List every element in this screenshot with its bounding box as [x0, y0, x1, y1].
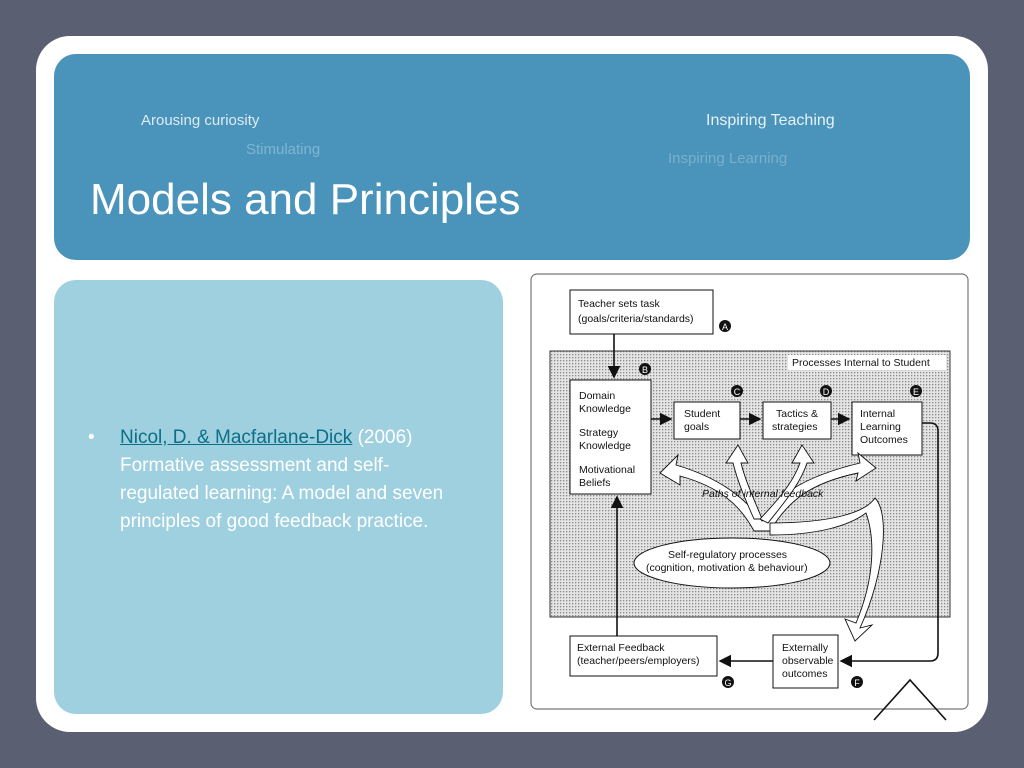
svg-text:C: C [734, 387, 741, 397]
slide-title: Models and Principles [90, 175, 521, 224]
tag-arousing-curiosity: Arousing curiosity [141, 112, 260, 129]
domain-line4: Knowledge [579, 440, 631, 452]
internal-outcomes-line1: Internal [860, 408, 895, 420]
paths-label: Paths of internal feedback [702, 488, 824, 500]
domain-line6: Beliefs [579, 477, 611, 489]
external-outcomes-line1: Externally [782, 642, 829, 654]
arrow-outcomes-to-external [839, 422, 939, 668]
reference-text: (2006) Formative assessment and self-reg… [120, 427, 444, 532]
teacher-task-line2: (goals/criteria/standards) [578, 313, 694, 325]
self-regulatory-ellipse [633, 537, 831, 589]
marker-b: B [639, 363, 651, 375]
marker-d: D [820, 385, 832, 397]
svg-text:A: A [722, 322, 728, 332]
external-outcomes-line2: observable [782, 655, 834, 667]
region-label-box [788, 355, 946, 370]
bullet-text-block: Nicol, D. & Macfarlane-Dick (2006) Forma… [120, 424, 450, 536]
marker-c: C [731, 385, 743, 397]
domain-line5: Motivational [579, 464, 635, 476]
tactics-line2: strategies [772, 421, 818, 433]
svg-text:D: D [823, 387, 830, 397]
domain-line1: Domain [579, 390, 615, 402]
domain-line2: Knowledge [579, 403, 631, 415]
student-goals-box [673, 401, 741, 440]
tag-stimulating: Stimulating [246, 141, 321, 158]
feedback-model-diagram: Processes Internal to Student Teacher se… [530, 273, 969, 710]
domain-knowledge-box [569, 379, 652, 495]
internal-outcomes-line3: Outcomes [860, 434, 908, 446]
marker-g: G [722, 676, 734, 688]
svg-text:F: F [854, 678, 860, 688]
external-feedback-line2: (teacher/peers/employers) [577, 655, 700, 667]
svg-text:B: B [642, 365, 648, 375]
teacher-task-line1: Teacher sets task [578, 298, 660, 310]
external-outcomes-box [772, 634, 839, 689]
reference-link[interactable]: Nicol, D. & Macfarlane-Dick [120, 427, 353, 448]
external-feedback-box [569, 635, 718, 677]
svg-text:G: G [724, 678, 731, 688]
tactics-line1: Tactics & [776, 408, 818, 420]
external-outcomes-line3: outcomes [782, 668, 828, 680]
marker-a: A [719, 320, 731, 332]
bullet-dot: • [88, 427, 95, 448]
internal-outcomes-line2: Learning [860, 421, 901, 433]
marker-e: E [910, 385, 922, 397]
tactics-box [762, 401, 832, 440]
corner-triangle-icon [873, 678, 947, 721]
reference-bullet: • Nicol, D. & Macfarlane-Dick (2006) For… [88, 424, 450, 536]
region-label: Processes Internal to Student [792, 357, 930, 369]
student-goals-line1: Student [684, 408, 720, 420]
marker-f: F [851, 676, 863, 688]
self-reg-line2: (cognition, motivation & behaviour) [646, 562, 808, 574]
external-feedback-line1: External Feedback [577, 642, 665, 654]
content-panel [54, 280, 503, 714]
title-banner [54, 54, 970, 260]
internal-outcomes-box [851, 401, 923, 456]
domain-line3: Strategy [579, 427, 619, 439]
student-goals-line2: goals [684, 421, 709, 433]
tag-inspiring-teaching: Inspiring Teaching [706, 112, 835, 129]
svg-text:E: E [913, 387, 919, 397]
teacher-task-box [569, 289, 714, 335]
tag-inspiring-learning: Inspiring Learning [668, 150, 788, 167]
internal-feedback-paths [659, 444, 884, 642]
self-reg-line1: Self-regulatory processes [668, 549, 787, 561]
